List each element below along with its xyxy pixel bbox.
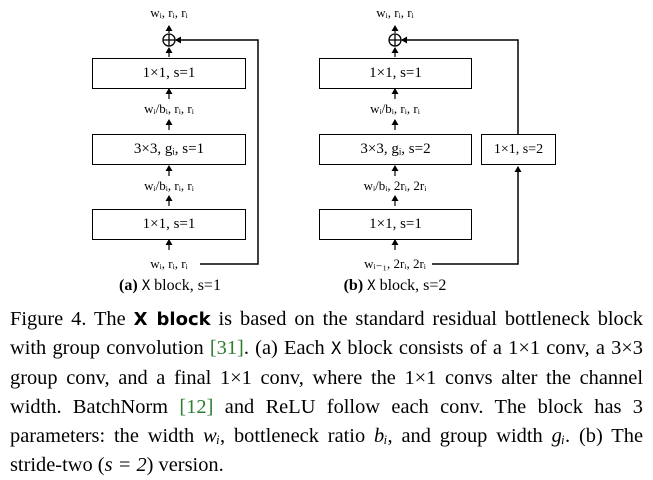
caption-text-9: ) version. [146,454,224,476]
panel-b-conv3x3: 3×3, gᵢ, s=2 [319,134,472,165]
caption-x-mono: X [330,339,342,359]
panel-b-arrows [388,25,522,265]
x-block-figure: wᵢ, rᵢ, rᵢ 1×1, s=1 wᵢ/bᵢ, rᵢ, rᵢ 3×3, g… [80,5,556,295]
caption-text-8: . (b) The stride-two ( [10,425,644,476]
panel-a-x: X [141,278,151,294]
panel-a-caption-rest: block, s=1 [154,277,221,294]
panel-b-input-label: wᵢ₋₁, 2rᵢ, 2rᵢ [364,256,426,271]
panel-b-caption-rest: block, s=2 [379,277,447,294]
caption-math-g: gᵢ [551,425,566,447]
panel-b-conv1x1-bottom: 1×1, s=1 [319,209,472,240]
caption-text-5: and ReLU follow each conv. The block has… [10,396,644,447]
figure-caption: Figure 4. The X block is based on the st… [10,305,643,480]
panel-a-arrows [162,25,259,265]
panel-b-tag: (b) [343,277,364,294]
caption-text-4: block consists of a 1×1 conv, a 3×3 grou… [10,337,644,418]
panel-a-conv1x1-top: 1×1, s=1 [92,58,246,89]
caption-math-b: bᵢ [374,425,388,447]
caption-text-3: . (a) Each [243,337,331,359]
citation-link-12[interactable]: [12] [179,396,214,418]
panel-b-conv1x1-top: 1×1, s=1 [319,58,472,89]
caption-text-6: , bottleneck ratio [219,425,375,447]
panel-b-x: X [367,278,376,294]
citation-link-31[interactable]: [31] [209,337,244,359]
panel-b-shortcut-conv: 1×1, s=2 [481,134,556,165]
caption-bold-term: X block [133,309,211,330]
panel-b-mid-label-2: wᵢ/bᵢ, 2rᵢ, 2rᵢ [363,178,427,193]
figure-connectors [162,25,522,265]
panel-b-subcaption: (b) X block, s=2 [305,277,485,295]
panel-a-mid-label-2: wᵢ/bᵢ, rᵢ, rᵢ [144,178,194,193]
panel-a-subcaption: (a) X block, s=1 [80,277,260,295]
panel-b-output-label: wᵢ, rᵢ, rᵢ [376,5,414,20]
caption-math-w: wᵢ [203,425,220,447]
panel-a-conv3x3: 3×3, gᵢ, s=1 [92,134,246,165]
panel-a-input-label: wᵢ, rᵢ, rᵢ [150,256,188,271]
panel-a-mid-label-1: wᵢ/bᵢ, rᵢ, rᵢ [144,101,194,116]
panel-a-tag: (a) [119,277,138,294]
caption-text-1: Figure 4. The [10,308,134,330]
caption-math-s: s = 2 [104,454,147,476]
panel-a-output-label: wᵢ, rᵢ, rᵢ [150,5,188,20]
caption-text-2: is based on the standard residual bottle… [10,308,643,359]
panel-a-conv1x1-bottom: 1×1, s=1 [92,209,246,240]
panel-b-mid-label-1: wᵢ/bᵢ, rᵢ, rᵢ [370,101,420,116]
caption-text-7: , and group width [387,425,552,447]
